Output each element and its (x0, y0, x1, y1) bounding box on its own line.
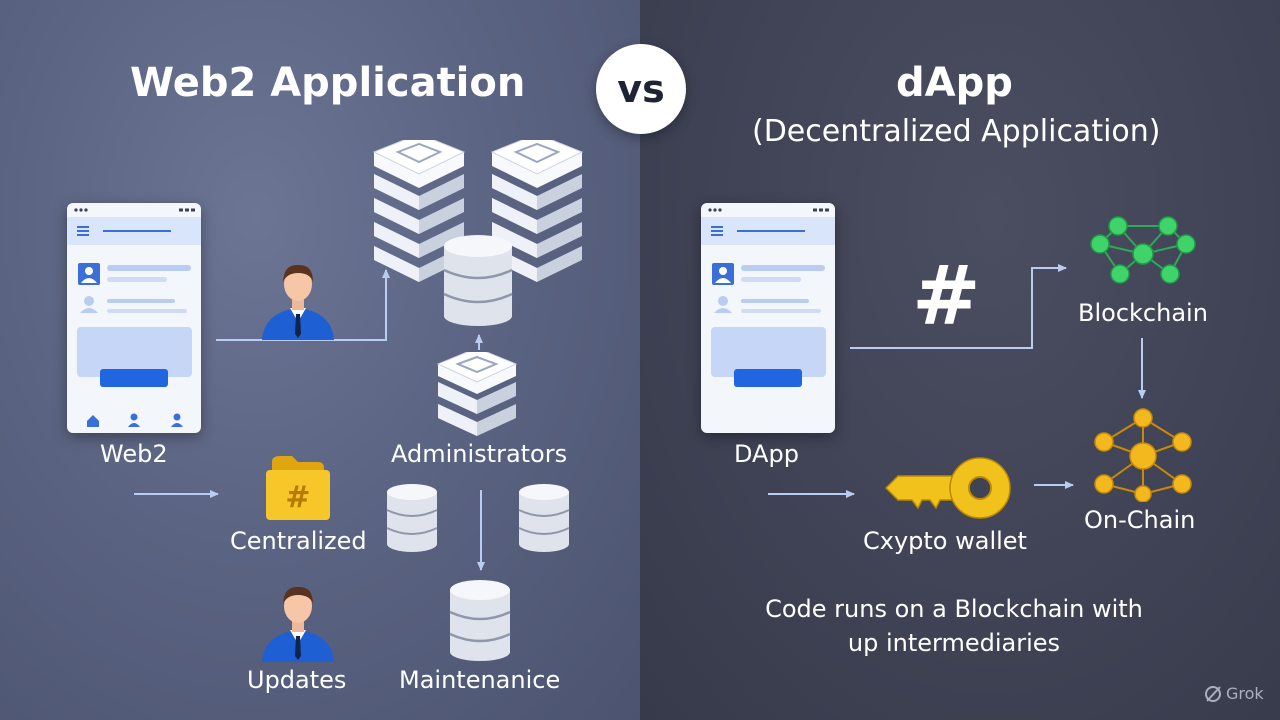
key-icon (884, 457, 1011, 519)
maintenance-label: Maintenanice (399, 666, 561, 694)
dapp-phone-mockup (701, 203, 835, 433)
crypto-wallet-label: Cxypto wallet (863, 527, 1027, 555)
blockchain-label: Blockchain (1078, 299, 1208, 327)
caption-line-1: Code runs on a Blockchain with (765, 595, 1143, 623)
centralized-label: Centralized (230, 527, 367, 555)
folder-glyph: # (285, 480, 310, 515)
onchain-label: On-Chain (1084, 506, 1196, 534)
server-rack-icon (372, 140, 466, 282)
network-icon (1090, 216, 1196, 284)
grok-watermark: Grok (1204, 684, 1264, 703)
administrators-label: Administrators (391, 440, 568, 468)
dapp-label: DApp (734, 440, 799, 468)
database-icon (518, 484, 570, 552)
server-rack-icon (436, 352, 518, 436)
updates-label: Updates (247, 666, 347, 694)
network-icon (1094, 408, 1192, 502)
database-icon (449, 580, 511, 661)
person-icon (262, 264, 334, 340)
web2-phone-mockup (67, 203, 201, 433)
database-icon (443, 235, 513, 326)
dapp-caption: Code runs on a Blockchain with up interm… (700, 592, 1208, 660)
grok-label: Grok (1226, 684, 1264, 703)
dapp-title: dApp (896, 60, 1013, 106)
grok-icon (1205, 685, 1221, 702)
hash-icon: # (912, 249, 981, 344)
server-rack-icon (490, 140, 584, 282)
folder-icon: # (266, 456, 330, 520)
person-icon (262, 586, 334, 662)
web2-title: Web2 Application (130, 60, 526, 106)
database-icon (386, 484, 438, 552)
web2-label: Web2 (100, 440, 168, 468)
vs-badge: vs (596, 44, 686, 134)
dapp-subtitle: (Decentralized Application) (752, 114, 1161, 149)
caption-line-2: up intermediaries (847, 629, 1061, 657)
